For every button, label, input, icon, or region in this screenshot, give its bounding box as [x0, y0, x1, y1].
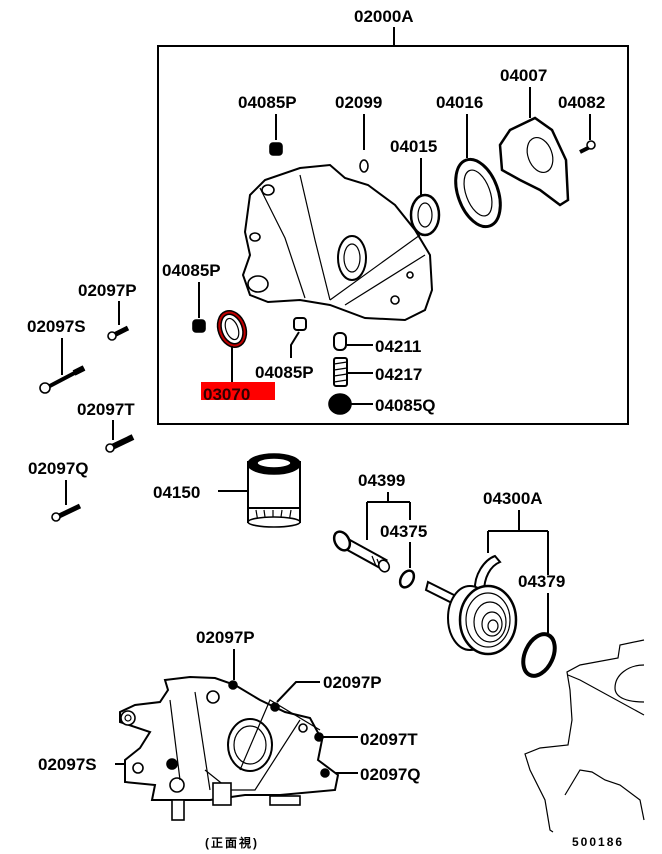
- oil-pump-case-illustration: [241, 163, 434, 322]
- engine-block-detail: [564, 769, 645, 821]
- view-caption: (正面視): [205, 835, 259, 850]
- oil-cooler-04300A[interactable]: [424, 554, 518, 656]
- part-label-04150[interactable]: 04150: [153, 483, 200, 502]
- leader-04399: [366, 492, 411, 540]
- part-label-02097T-b[interactable]: 02097T: [360, 730, 418, 749]
- part-label-04375[interactable]: 04375: [380, 522, 427, 541]
- part-label-02097P-b[interactable]: 02097P: [196, 628, 255, 647]
- diagram-id: 500186: [572, 835, 624, 849]
- part-label-04007[interactable]: 04007: [500, 66, 547, 85]
- nut-04085P-top[interactable]: [269, 142, 283, 156]
- o-ring-04379[interactable]: [517, 629, 561, 681]
- relief-plunger-04211[interactable]: [333, 332, 347, 351]
- part-label-04379[interactable]: 04379: [518, 572, 565, 591]
- part-label-02097P-a[interactable]: 02097P: [78, 281, 137, 300]
- part-label-04082[interactable]: 04082: [558, 93, 605, 112]
- part-label-04085P-left[interactable]: 04085P: [162, 261, 221, 280]
- washer-04375[interactable]: [397, 568, 416, 590]
- plug-04085P-mid[interactable]: [293, 317, 307, 331]
- part-label-04085P-top[interactable]: 04085P: [238, 93, 297, 112]
- inner-rotor-04015[interactable]: [409, 193, 441, 237]
- nut-04085P-left[interactable]: [192, 319, 206, 333]
- oil-filter-04150[interactable]: [247, 453, 301, 528]
- bolt-02097S-a[interactable]: [39, 365, 86, 394]
- part-label-02099[interactable]: 02099: [335, 93, 382, 112]
- oil-seal-03070[interactable]: [215, 309, 249, 349]
- engine-block-edge: [567, 674, 645, 716]
- leader-04085P-mid: [290, 331, 300, 358]
- relief-cap-04085Q[interactable]: [328, 393, 352, 415]
- pump-cover-04007[interactable]: [498, 116, 570, 207]
- screw-04082[interactable]: [579, 140, 596, 154]
- oil-pump-front-view-illustration: [119, 675, 340, 821]
- assembly-box: [157, 45, 629, 425]
- leader-02097P-c: [276, 681, 320, 703]
- engine-block-outline: [524, 639, 645, 833]
- part-label-04085P-mid[interactable]: 04085P: [255, 363, 314, 382]
- highlight-box-03070: [201, 382, 275, 400]
- engine-block-bore: [614, 664, 645, 703]
- part-label-02097Q-a[interactable]: 02097Q: [28, 459, 89, 478]
- leader-04300A: [487, 510, 549, 575]
- part-label-02097S-a[interactable]: 02097S: [27, 317, 86, 336]
- part-label-04211[interactable]: 04211: [375, 337, 421, 356]
- part-label-04217[interactable]: 04217: [375, 365, 422, 384]
- part-label-04085Q[interactable]: 04085Q: [375, 396, 436, 415]
- union-bolt-04399[interactable]: [331, 529, 391, 574]
- o-ring-02099[interactable]: [359, 159, 369, 173]
- part-label-04300A[interactable]: 04300A: [483, 489, 543, 508]
- relief-spring-04217[interactable]: [333, 357, 348, 387]
- part-label-02097S-b[interactable]: 02097S: [38, 755, 97, 774]
- part-label-04016[interactable]: 04016: [436, 93, 483, 112]
- part-label-02097Q-b[interactable]: 02097Q: [360, 765, 421, 784]
- part-label-04399[interactable]: 04399: [358, 471, 405, 490]
- part-label-04015[interactable]: 04015: [390, 137, 437, 156]
- bolt-02097T-a[interactable]: [105, 434, 135, 453]
- part-label-02097P-c[interactable]: 02097P: [323, 673, 382, 692]
- bolt-02097P-a[interactable]: [107, 325, 130, 341]
- outer-rotor-04016[interactable]: [447, 153, 509, 232]
- part-label-02000A[interactable]: 02000A: [354, 7, 414, 26]
- part-label-03070[interactable]: 03070: [203, 385, 250, 404]
- part-label-02097T-a[interactable]: 02097T: [77, 400, 135, 419]
- bolt-02097Q-a[interactable]: [51, 503, 82, 522]
